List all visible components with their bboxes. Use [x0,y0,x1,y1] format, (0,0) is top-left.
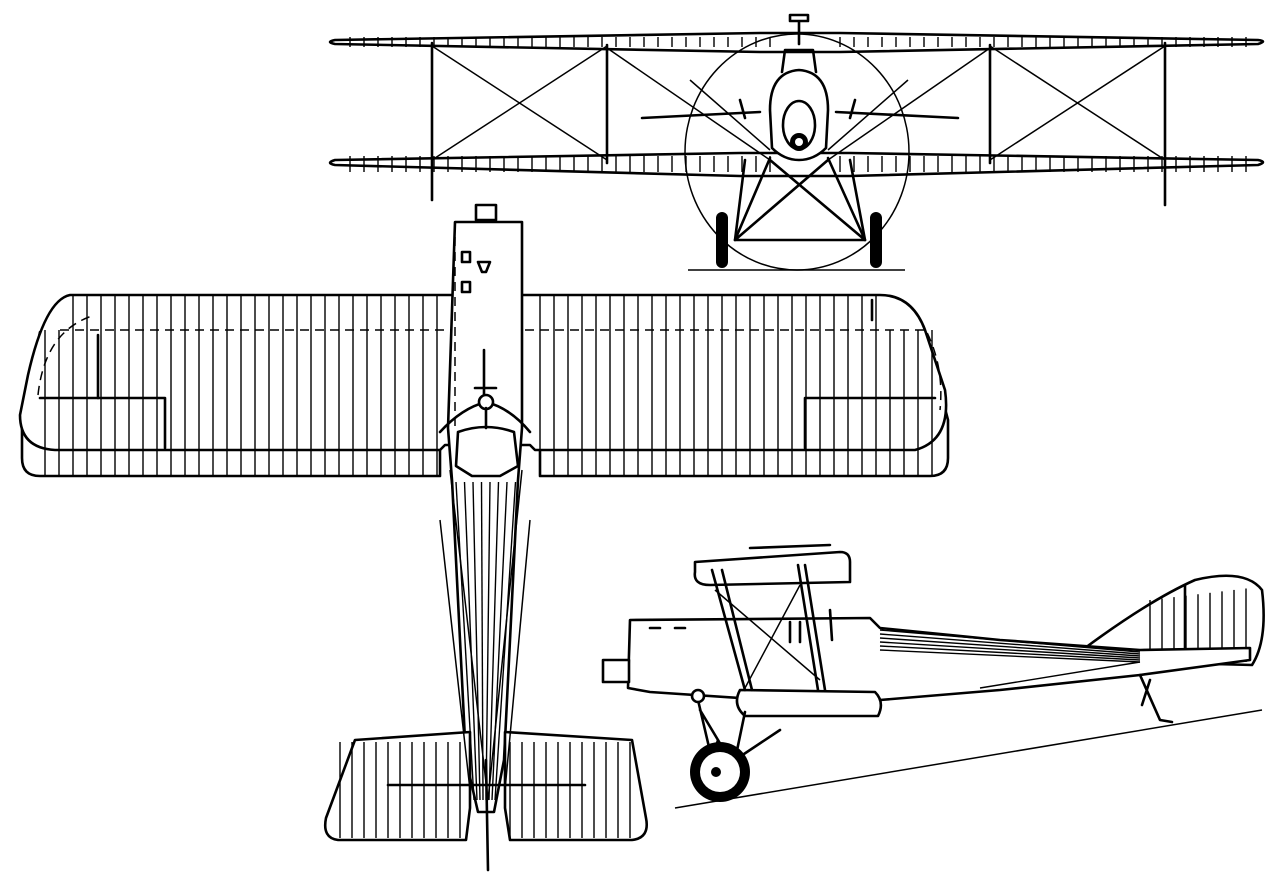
fuselage-stringers [454,222,523,801]
tail-ribs [339,742,631,838]
radiator-windows [460,250,492,294]
side-engine-nose [601,658,631,684]
top-view [18,203,950,872]
side-fuselage-lines [879,629,1141,689]
side-view [601,543,1265,809]
rib-line [491,481,508,801]
rib-line [979,661,1141,689]
top-cockpit [454,425,520,478]
rib-line [463,481,478,801]
rib-line [879,633,1141,655]
rib-line [879,641,1141,659]
rudder [484,758,490,872]
side-fuselage [626,616,1252,707]
rib-line [879,629,1141,653]
front-lower-wing [328,151,1265,178]
aileron-left [38,396,167,450]
side-ground-line [674,709,1263,809]
top-wing-ribs [44,296,933,476]
side-tailskid [1138,673,1174,724]
rib-line [480,481,484,801]
rib-line [879,645,1141,661]
rib-line [472,481,481,801]
front-wing-ribs [349,37,1247,172]
top-gun [473,348,498,397]
front-view [328,13,1265,271]
side-upper-wing [693,550,852,587]
front-upper-wing [328,31,1265,54]
aileron-right [803,396,937,450]
rib-line [488,481,500,801]
rib-line [485,481,491,801]
side-struts [710,563,827,692]
front-undercarriage [733,156,867,242]
bracing-wires [431,45,1166,161]
wheel-right [870,212,882,268]
front-tailplane [640,110,960,120]
side-lower-wing [735,688,883,718]
engine-exhaust [474,203,498,222]
rib-line [494,481,517,801]
rib-line [879,637,1141,657]
rib-line [879,649,1141,663]
wheel-left [716,212,728,268]
